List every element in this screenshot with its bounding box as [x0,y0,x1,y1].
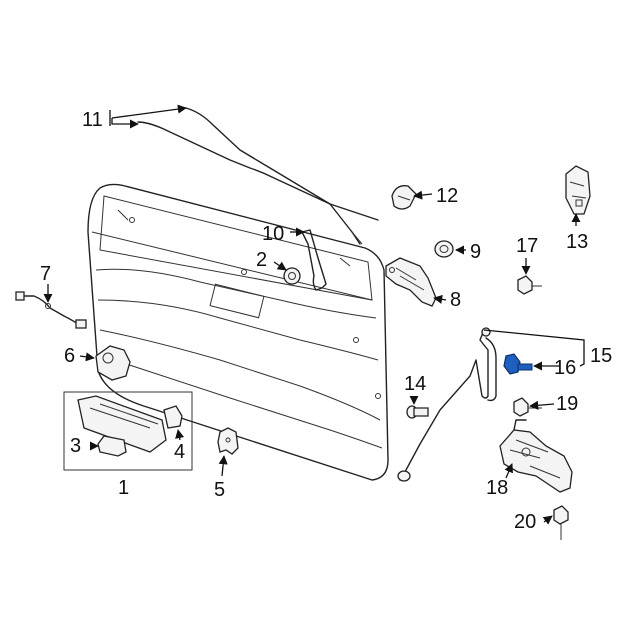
callout-4: 4 [174,441,185,463]
part-11-cable [137,107,379,245]
callout-5: 5 [214,479,225,501]
callout-2: 2 [256,249,267,271]
callout-3: 3 [70,435,81,457]
part-18-latch [499,419,573,493]
callout-1: 1 [118,477,129,499]
callout-13: 13 [566,231,588,253]
part-15-cable [397,327,497,482]
part-4-switch [163,405,183,429]
part-6-camera [95,345,131,381]
part-3-pad [97,435,127,457]
callout-17: 17 [516,235,538,257]
callout-12: 12 [436,185,458,207]
callout-16: 16 [554,357,576,379]
part-20-bolt [553,505,569,540]
callout-19: 19 [556,393,578,415]
callout-labels: 11 12 10 2 9 8 13 17 7 6 3 4 1 5 14 16 1… [40,109,612,533]
part-5-latch [217,427,239,455]
part-19-bolt [513,397,542,417]
callout-18: 18 [486,477,508,499]
callout-15: 15 [590,345,612,367]
part-16-bolt [503,353,533,375]
part-14-pin [406,405,429,419]
callout-20: 20 [514,511,536,533]
callout-9: 9 [470,241,481,263]
callout-7: 7 [40,263,51,285]
callout-11: 11 [82,109,103,131]
callout-10: 10 [262,223,284,245]
leader-lines [43,104,585,525]
part-13-bracket [565,165,591,215]
part-2-nut [283,267,301,285]
part-10-rod [301,229,327,291]
part-8-bracket [385,257,437,307]
callout-6: 6 [64,345,75,367]
part-17-bolt [517,275,542,295]
part-9-grommet [434,240,454,258]
part-12-clip [391,185,417,210]
part-1-handle-assembly [63,391,193,471]
callout-8: 8 [450,289,461,311]
callout-14: 14 [404,373,426,395]
part-7-harness [15,291,87,329]
